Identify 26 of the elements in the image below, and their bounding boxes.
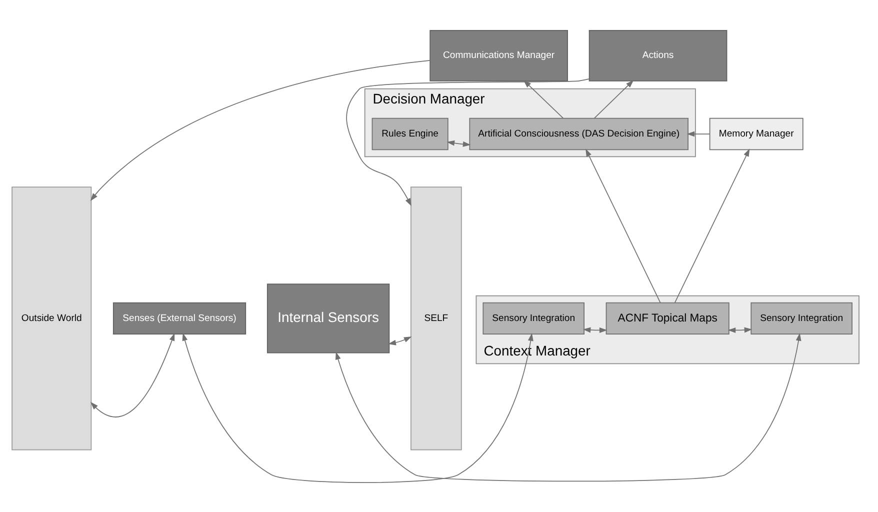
node-box: ACNF Topical Maps xyxy=(606,302,730,334)
arrow xyxy=(90,332,175,417)
node-box: Sensory Integration xyxy=(750,302,852,334)
node-box: Internal Sensors xyxy=(266,283,390,353)
node-box: Rules Engine xyxy=(372,117,448,150)
arrow xyxy=(728,326,752,332)
arrow xyxy=(686,130,710,136)
node-box: Communications Manager xyxy=(430,30,568,81)
node-box: SELF xyxy=(410,186,462,450)
arrow xyxy=(335,332,802,482)
arrow xyxy=(582,326,608,332)
node-box: Artificial Consciousness (DAS Decision Engine) xyxy=(469,117,688,150)
node-box: Outside World xyxy=(12,186,92,450)
arrow xyxy=(586,148,661,303)
arrow xyxy=(388,336,412,345)
arrow xyxy=(182,332,534,482)
arrow xyxy=(523,80,564,118)
node-box: Memory Manager xyxy=(709,117,804,150)
arrow xyxy=(594,80,634,118)
node-box: Actions xyxy=(588,30,728,81)
arrow xyxy=(674,148,750,303)
arrow xyxy=(90,59,430,201)
node-box: Sensory Integration xyxy=(482,302,584,334)
arrow xyxy=(446,140,471,146)
arrow xyxy=(346,78,590,206)
node-box: Senses (External Sensors) xyxy=(112,302,246,334)
